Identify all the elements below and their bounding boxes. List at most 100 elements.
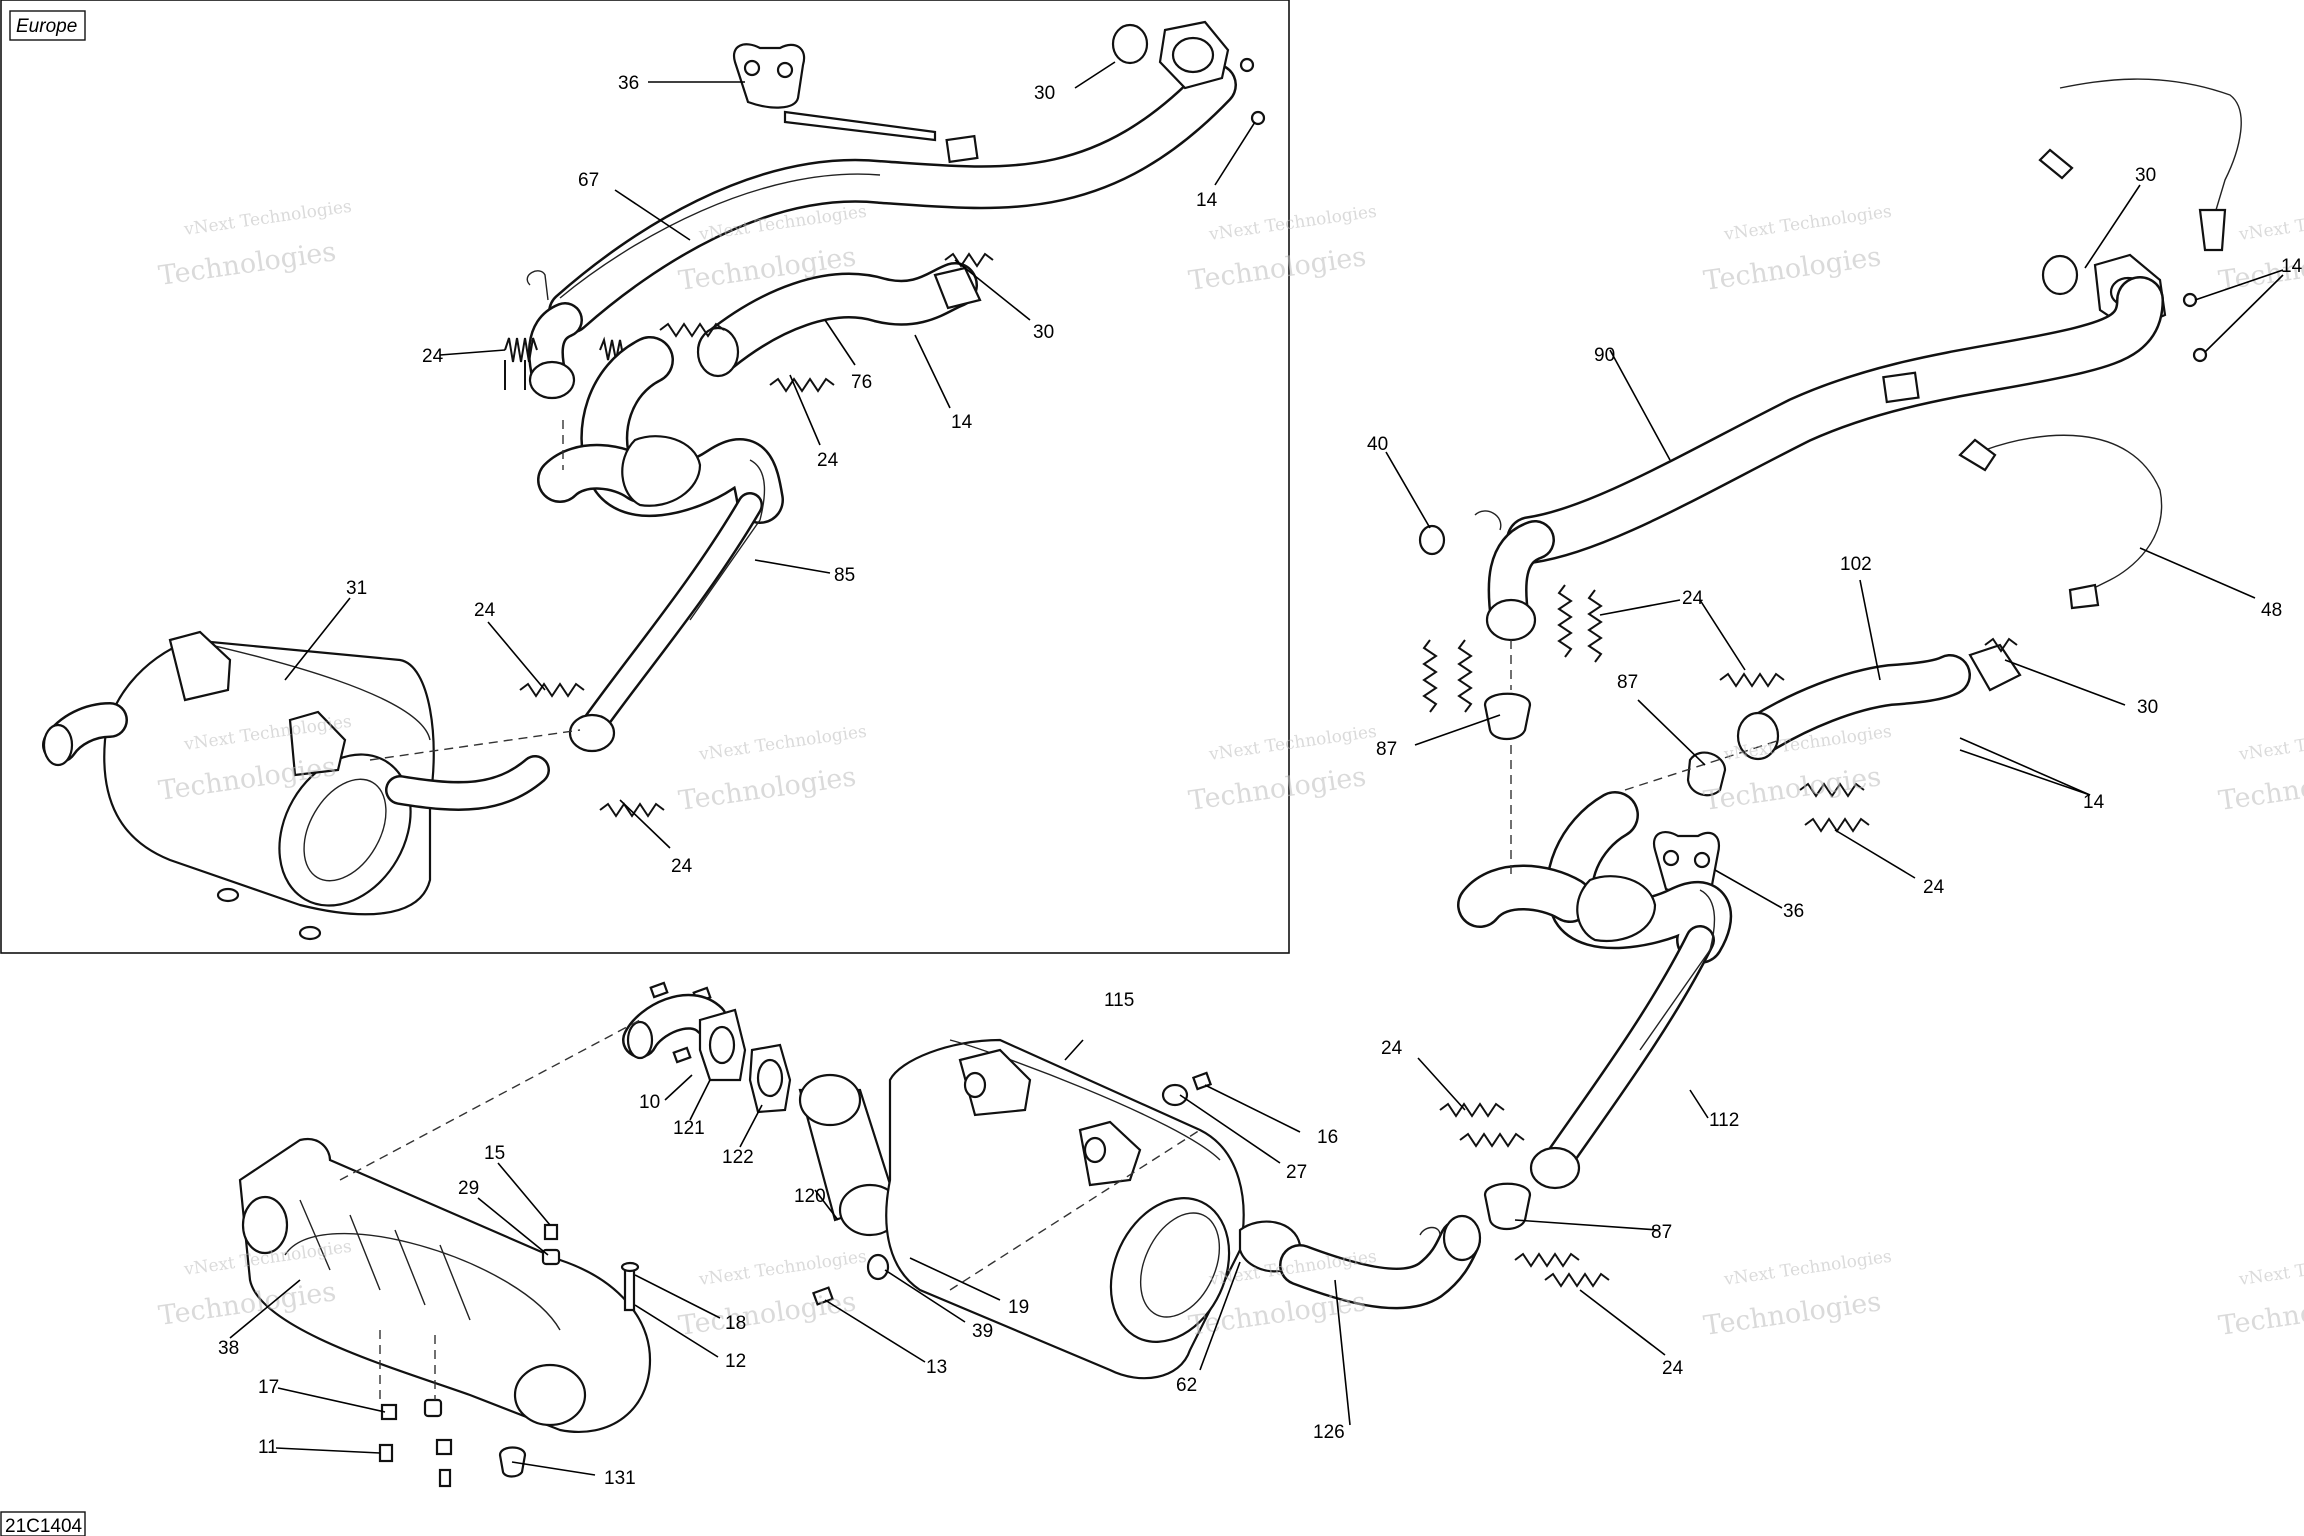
pipe-126 [1279,1214,1482,1310]
callout-121: 121 [673,1118,705,1139]
o2-sensor-plug-48 [1958,438,1997,472]
callout-14: 14 [1196,190,1218,211]
callout-30: 30 [1034,83,1055,104]
watermark: vNext Technologies [2237,1247,2304,1290]
callout-17: 17 [258,1377,279,1398]
callout-76: 76 [851,372,872,393]
rubber-hanger-36 [732,43,806,109]
callout-30: 30 [1033,322,1054,343]
callout-38: 38 [218,1338,239,1359]
callout-126: 126 [1313,1422,1345,1443]
muffler-115 [885,1038,1245,1380]
callout-131: 131 [604,1468,636,1489]
callout-30: 30 [2137,697,2158,718]
callout-36: 36 [618,73,639,94]
callout-40: 40 [1367,434,1388,455]
watermark: Technologies [2217,1286,2304,1342]
spark-arrester-120 [798,1073,902,1237]
europe-parts [42,20,1266,941]
drawing-id: 21C1404 [5,1516,83,1536]
callout-29: 29 [458,1178,479,1199]
callout-13: 13 [926,1357,947,1378]
assembly-line [949,1129,1201,1291]
callout-19: 19 [1008,1297,1029,1318]
callout-10: 10 [639,1092,660,1113]
pipe-102 [1736,643,2022,761]
watermark: Technologies [677,761,858,817]
assembly-line [1624,739,1781,791]
watermark: Technologies [1187,761,1368,817]
callout-90: 90 [1594,345,1615,366]
watermark: Technologies [2217,761,2304,817]
callout-31: 31 [346,578,367,599]
callout-24: 24 [1662,1358,1684,1379]
callout-24: 24 [671,856,693,877]
assembly-line [339,1019,641,1181]
head-pipe-67 [548,63,1237,334]
pipe-76 [696,262,982,378]
callout-27: 27 [1286,1162,1307,1183]
europe-inset-frame [0,0,1290,954]
callout-115: 115 [1104,990,1134,1011]
callout-24: 24 [474,600,496,621]
callout-122: 122 [722,1147,754,1168]
y-pipe-manifold [537,336,784,524]
watermark: vNext Technologies [1722,202,1893,245]
o2-sensor-cable-48 [1984,434,2163,591]
callout-15: 15 [484,1143,505,1164]
watermark: vNext Technologies [1207,722,1378,765]
drawing-id-box [0,1511,86,1536]
rubber-hanger-36-right [1652,831,1720,896]
callout-30: 30 [2135,165,2156,186]
callout-87: 87 [1617,672,1638,693]
callout-12: 12 [725,1351,746,1372]
watermark: vNext Technologies [697,1247,868,1290]
europe-tag-box [9,10,86,41]
watermark: vNext Technologies [697,722,868,765]
callouts-europe: 36 30 67 14 30 24 76 14 24 85 31 24 24 [346,73,1218,877]
watermark: Technologies [1702,761,1883,817]
callout-67: 67 [578,170,599,191]
y-pipe-right [1457,791,1733,964]
watermark: Technologies [1702,1286,1883,1342]
right-parts [1418,78,2242,1288]
assembly-line [369,729,581,761]
callout-24: 24 [817,450,839,471]
callout-85: 85 [834,565,855,586]
callout-120: 120 [794,1186,826,1207]
seal-87-c [1483,1182,1532,1231]
callout-87: 87 [1376,739,1397,760]
flange-30-top [1111,20,1266,126]
watermark: vNext Technologies [2237,722,2304,765]
pipe-85 [568,459,766,753]
callout-24: 24 [1381,1038,1403,1059]
seal-87-b [1686,751,1727,797]
callout-36: 36 [1783,901,1804,922]
callout-11: 11 [258,1437,278,1458]
callout-14: 14 [2281,256,2303,277]
watermark: vNext Technologies [182,197,353,240]
assembly-line [379,1330,436,1400]
watermark: Technologies [1187,241,1368,297]
o2-sensor-cable-top [2059,78,2242,231]
springs-europe [504,252,994,818]
watermark: Technologies [677,1286,858,1342]
watermark: Technologies [157,236,338,292]
connector-elbow [526,270,583,400]
callout-18: 18 [725,1313,746,1334]
callout-24: 24 [1923,877,1945,898]
o2-sensor-plug-top [2038,148,2074,180]
bracket-rod [783,110,937,142]
elbow-40 [1418,510,1555,642]
callout-102: 102 [1840,554,1872,575]
pipe-112 [1529,889,1716,1190]
muffler-31 [42,630,550,941]
callout-leaders [229,61,2284,1476]
callout-39: 39 [972,1321,993,1342]
head-pipe-90 [1506,276,2164,564]
callout-24: 24 [422,346,444,367]
callout-62: 62 [1176,1375,1197,1396]
outlet-elbow-10 [622,993,792,1114]
watermark: Technologies [1702,241,1883,297]
